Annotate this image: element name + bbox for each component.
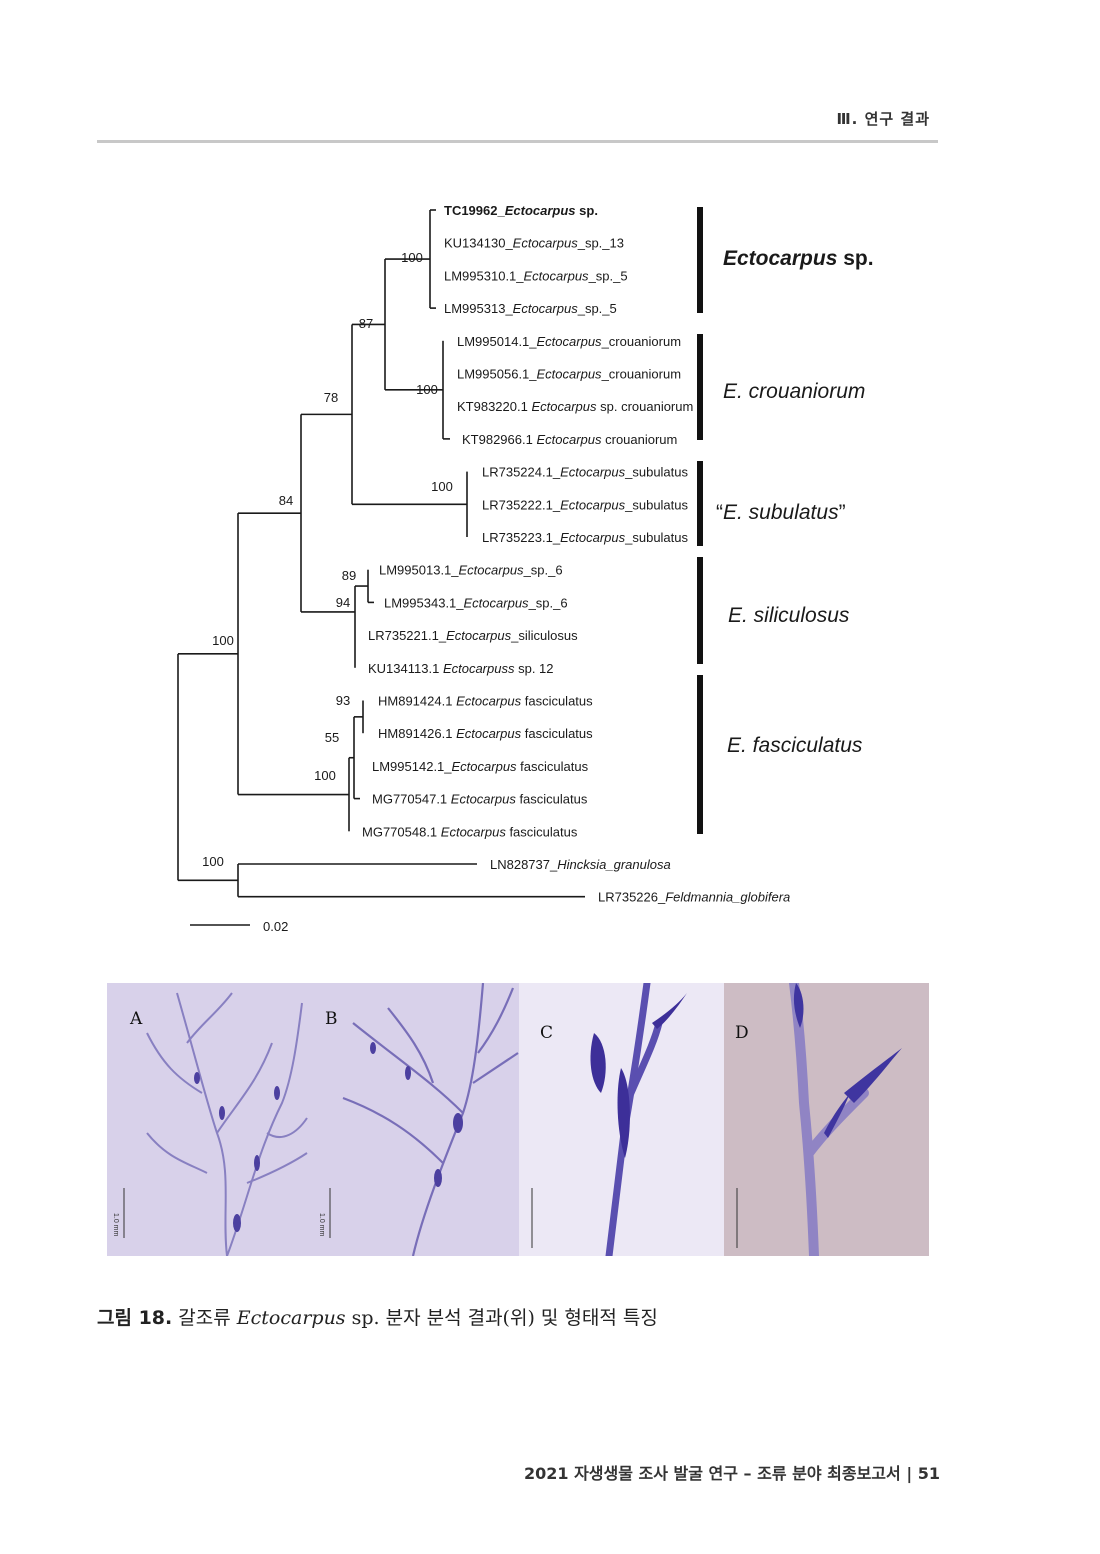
bootstrap-value: 55 (325, 730, 339, 745)
page-footer: 2021 자생생물 조사 발굴 연구 – 조류 분야 최종보고서 | 51 (524, 1460, 940, 1484)
clade-bar (697, 675, 703, 834)
photo-label-a: A (130, 1009, 142, 1029)
tip-label: MG770548.1 Ectocarpus fasciculatus (362, 824, 578, 839)
caption-text-2: sp. 분자 분석 결과(위) 및 형태적 특징 (346, 1307, 658, 1329)
tip-label: LM995056.1_Ectocarpus_crouaniorum (457, 367, 681, 382)
tip-label: LM995310.1_Ectocarpus_sp._5 (444, 268, 628, 283)
tip-label: TC19962_Ectocarpus sp. (444, 203, 598, 218)
clade-label: Ectocarpus sp. (723, 247, 874, 270)
tip-label: LM995313_Ectocarpus_sp._5 (444, 301, 617, 316)
tip-label: LR735221.1_Ectocarpus_siliculosus (368, 628, 578, 643)
bootstrap-value: 100 (431, 479, 453, 494)
clade-label: “E. subulatus” (716, 501, 846, 524)
tip-label: HM891424.1 Ectocarpus fasciculatus (378, 694, 593, 709)
clade-bar (697, 461, 703, 546)
bootstrap-value: 89 (342, 568, 356, 583)
tip-label: LR735226_Feldmannia_globifera (598, 890, 790, 905)
bootstrap-value: 100 (314, 768, 336, 783)
tip-label: KU134130_Ectocarpus_sp._13 (444, 236, 624, 251)
tip-label: LM995013.1_Ectocarpus_sp._6 (379, 563, 563, 578)
clade-bar (697, 557, 703, 664)
clade-label: E. siliculosus (728, 604, 850, 627)
tip-label: LM995014.1_Ectocarpus_crouaniorum (457, 334, 681, 349)
figure-caption: 그림 18. 갈조류 Ectocarpus sp. 분자 분석 결과(위) 및 … (97, 1303, 658, 1330)
bootstrap-value: 93 (336, 693, 350, 708)
scale-bar-b-label: 1.0 mm (318, 1213, 325, 1237)
tip-label: KT982966.1 Ectocarpus crouaniorum (462, 432, 677, 447)
tip-label: MG770547.1 Ectocarpus fasciculatus (372, 792, 588, 807)
clade-label: E. crouaniorum (723, 380, 865, 403)
photo-panel-d: D (724, 983, 929, 1256)
tip-label: LR735224.1_Ectocarpus_subulatus (482, 465, 689, 480)
bootstrap-value: 100 (416, 382, 438, 397)
tip-label: KT983220.1 Ectocarpus sp. crouaniorum (457, 399, 693, 414)
scale-bar-a-label: 1.0 mm (112, 1213, 119, 1237)
tip-label: LN828737_Hincksia_granulosa (490, 857, 671, 872)
photo-panel-b: 1.0 mm B (313, 983, 519, 1256)
clade-bar (697, 207, 703, 313)
tip-label: LR735222.1_Ectocarpus_subulatus (482, 497, 689, 512)
tip-label: LM995142.1_Ectocarpus fasciculatus (372, 759, 589, 774)
bootstrap-value: 84 (279, 493, 293, 508)
tip-label: HM891426.1 Ectocarpus fasciculatus (378, 726, 593, 741)
bootstrap-value: 100 (212, 633, 234, 648)
bootstrap-value: 100 (202, 854, 224, 869)
caption-text-1: 갈조류 (172, 1307, 237, 1329)
caption-genus: Ectocarpus (237, 1307, 346, 1329)
photo-label-c: C (540, 1023, 553, 1043)
photo-panel-a: 1.0 mm A (107, 983, 313, 1256)
tip-label: KU134113.1 Ectocarpuss sp. 12 (368, 661, 554, 676)
scale-bar-label: 0.02 (263, 919, 288, 934)
photo-label-b: B (325, 1009, 338, 1029)
figure-number: 그림 18. (97, 1307, 172, 1329)
phylogenetic-tree: TC19962_Ectocarpus sp. KU134130_Ectocarpu… (0, 0, 1100, 960)
filament-image-d (724, 983, 929, 1256)
clade-label: E. fasciculatus (727, 734, 863, 757)
clade-bar (697, 334, 703, 440)
bootstrap-value: 78 (324, 390, 338, 405)
filament-image-b: 1.0 mm (313, 983, 519, 1256)
bootstrap-value: 100 (401, 250, 423, 265)
bootstrap-value: 94 (336, 595, 350, 610)
photo-panel-c: C (519, 983, 724, 1256)
tip-label: LR735223.1_Ectocarpus_subulatus (482, 530, 689, 545)
bootstrap-value: 87 (359, 316, 373, 331)
photo-label-d: D (735, 1023, 749, 1043)
tip-label: LM995343.1_Ectocarpus_sp._6 (384, 595, 568, 610)
